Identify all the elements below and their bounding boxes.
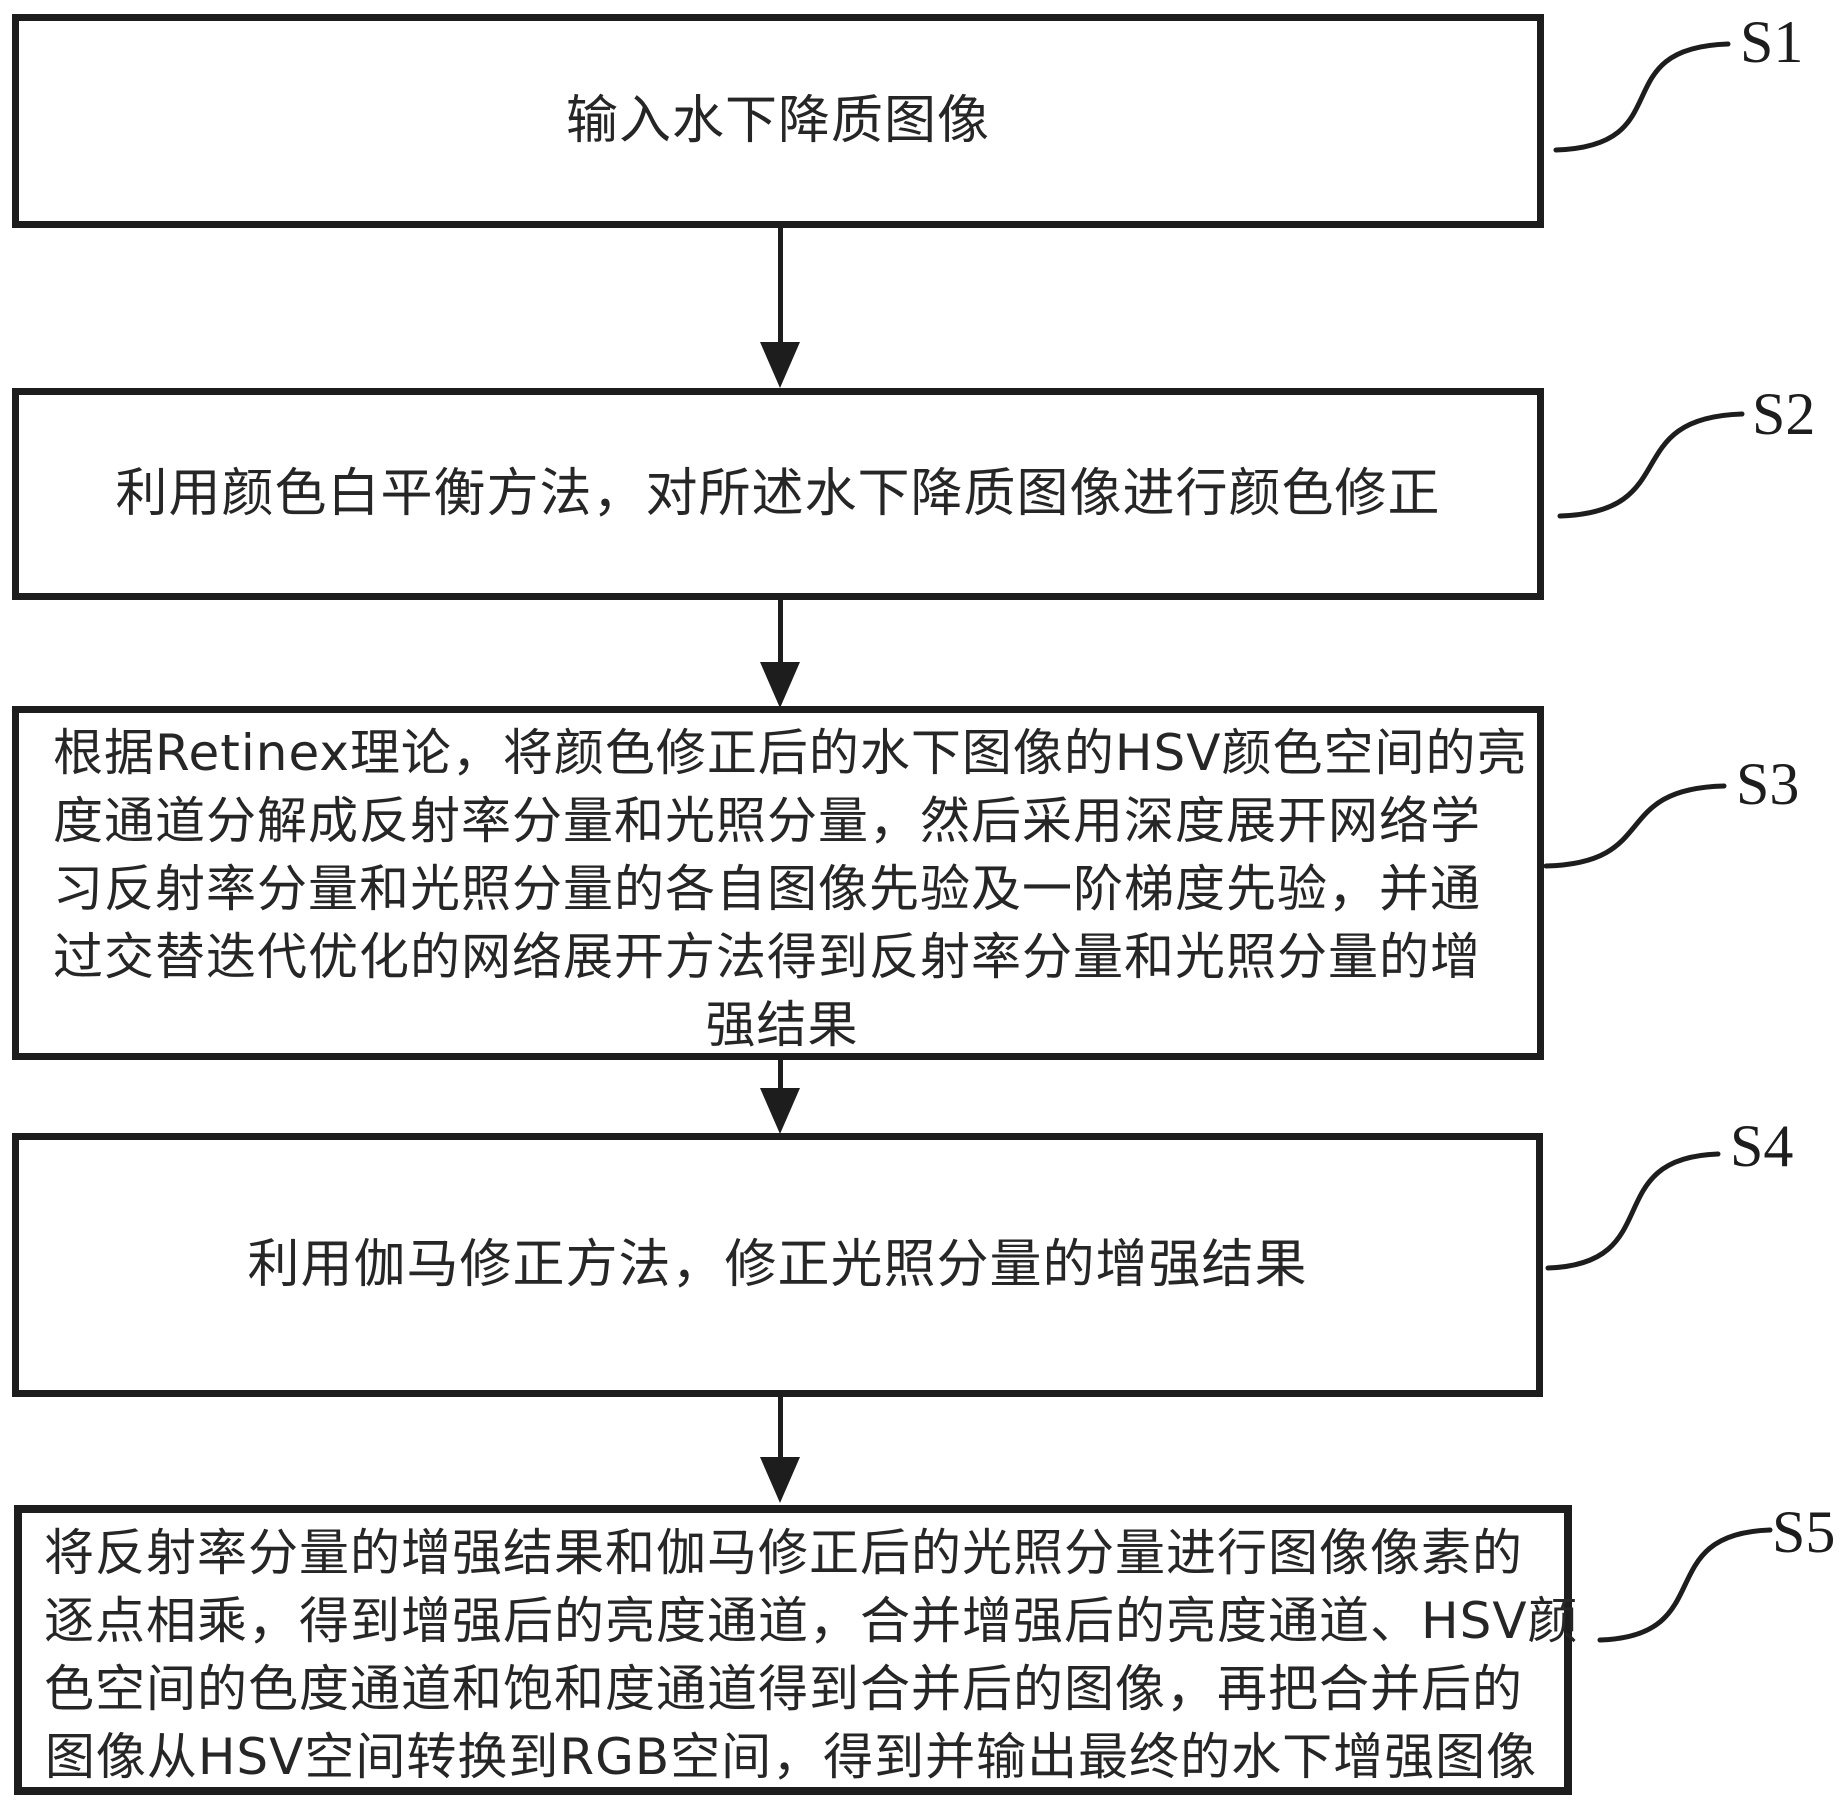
flow-arrow-2-head [760, 662, 800, 708]
step-label-s4: S4 [1730, 1113, 1794, 1179]
flow-box-s5-line3: 色空间的色度通道和饱和度通道得到合并后的图像，再把合并后的 [44, 1660, 1523, 1718]
flow-box-s3-line5: 强结果 [705, 996, 859, 1054]
flow-box-s5-line1: 将反射率分量的增强结果和伽马修正后的光照分量进行图像像素的 [44, 1524, 1523, 1582]
s5-connector-curve [1597, 1527, 1773, 1643]
flow-box-s2-text: 利用颜色白平衡方法，对所述水下降质图像进行颜色修正 [115, 464, 1441, 524]
step-label-s2: S2 [1752, 381, 1816, 447]
s2-connector-curve [1557, 411, 1745, 519]
flow-box-s3: 根据Retinex理论，将颜色修正后的水下图像的HSV颜色空间的亮 度通道分解成… [12, 706, 1544, 1060]
flow-box-s1-text: 输入水下降质图像 [565, 91, 990, 151]
s4-connector-curve [1545, 1151, 1721, 1271]
flow-box-s5-line4: 图像从HSV空间转换到RGB空间，得到并输出最终的水下增强图像 [44, 1728, 1538, 1786]
flow-arrow-4-head [760, 1457, 800, 1503]
flow-box-s3-line2: 度通道分解成反射率分量和光照分量，然后采用深度展开网络学 [53, 792, 1481, 850]
flow-box-s3-line3: 习反射率分量和光照分量的各自图像先验及一阶梯度先验，并通 [53, 860, 1481, 918]
step-label-s3: S3 [1736, 751, 1800, 817]
flow-arrow-3-line [778, 1060, 783, 1090]
flow-box-s3-line1: 根据Retinex理论，将颜色修正后的水下图像的HSV颜色空间的亮 [53, 724, 1528, 782]
flow-box-s4: 利用伽马修正方法，修正光照分量的增强结果 [12, 1133, 1543, 1397]
flow-arrow-4-line [778, 1397, 783, 1459]
flow-arrow-1-head [760, 342, 800, 388]
s1-connector-curve [1553, 41, 1731, 153]
flow-arrow-3-head [760, 1088, 800, 1134]
flow-box-s3-line4: 过交替迭代优化的网络展开方法得到反射率分量和光照分量的增 [53, 928, 1481, 986]
flow-box-s1: 输入水下降质图像 [12, 14, 1544, 228]
step-label-s1: S1 [1740, 9, 1804, 75]
flow-box-s2: 利用颜色白平衡方法，对所述水下降质图像进行颜色修正 [12, 388, 1544, 600]
flow-box-s5-line2: 逐点相乘，得到增强后的亮度通道，合并增强后的亮度通道、HSV颜 [44, 1592, 1579, 1650]
flow-arrow-1-line [778, 228, 783, 344]
step-label-s5: S5 [1772, 1499, 1836, 1565]
s3-connector-curve [1543, 783, 1727, 869]
flow-box-s5: 将反射率分量的增强结果和伽马修正后的光照分量进行图像像素的 逐点相乘，得到增强后… [14, 1505, 1579, 1795]
flow-arrow-2-line [778, 600, 783, 664]
flow-box-s4-text: 利用伽马修正方法，修正光照分量的增强结果 [247, 1235, 1308, 1295]
